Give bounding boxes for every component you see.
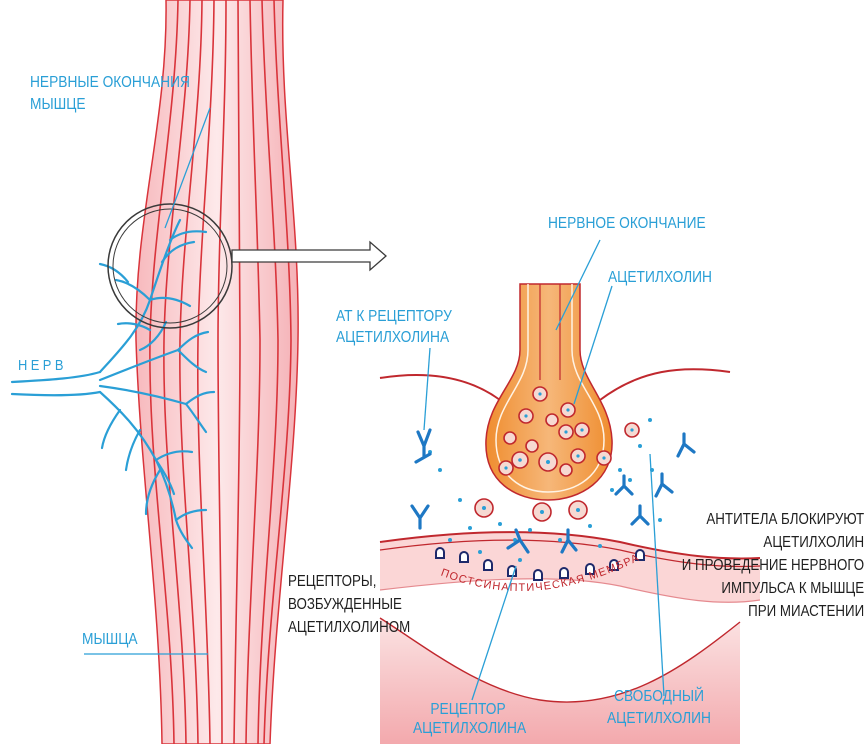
- excited-receptors-line-2: ВОЗБУЖДЕННЫЕ: [288, 593, 410, 616]
- excited-receptors-line-3: АЦЕТИЛХОЛИНОМ: [288, 616, 410, 639]
- nerve-endings-label-line-2: МЫШЦЕ: [30, 94, 190, 116]
- nerve-endings-label-line-1: НЕРВНЫЕ ОКОНЧАНИЯ: [30, 72, 190, 94]
- free-acetylcholine-line-1: СВОБОДНЫЙ: [605, 686, 713, 708]
- antibody-to-receptor-label: АТ К РЕЦЕПТОРУ АЦЕТИЛХОЛИНА: [336, 306, 452, 348]
- antibodies-block-line-1: АНТИТЕЛА БЛОКИРУЮТ: [682, 508, 864, 531]
- antibodies-block-line-5: ПРИ МИАСТЕНИИ: [682, 600, 864, 623]
- excited-receptors-label: РЕЦЕПТОРЫ, ВОЗБУЖДЕННЫЕ АЦЕТИЛХОЛИНОМ: [288, 570, 410, 639]
- nerve-label: НЕРВ: [18, 356, 67, 376]
- antibodies-block-line-2: АЦЕТИЛХОЛИН: [682, 531, 864, 554]
- antibody-to-receptor-label-line-2: АЦЕТИЛХОЛИНА: [336, 327, 452, 348]
- muscle-label: МЫШЦА: [82, 630, 138, 650]
- receptor-label: РЕЦЕПТОР АЦЕТИЛХОЛИНА: [413, 700, 523, 738]
- free-acetylcholine-label: СВОБОДНЫЙ АЦЕТИЛХОЛИН: [605, 686, 713, 730]
- antibody-to-receptor-label-line-1: АТ К РЕЦЕПТОРУ: [336, 306, 452, 327]
- acetylcholine-label: АЦЕТИЛХОЛИН: [608, 268, 712, 288]
- free-acetylcholine-line-2: АЦЕТИЛХОЛИН: [605, 708, 713, 730]
- antibodies-block-line-4: ИМПУЛЬСА К МЫШЦЕ: [682, 577, 864, 600]
- excited-receptors-line-1: РЕЦЕПТОРЫ,: [288, 570, 410, 593]
- receptor-label-line-1: РЕЦЕПТОР: [413, 700, 523, 719]
- nerve-ending-label: НЕРВНОЕ ОКОНЧАНИЕ: [548, 214, 706, 234]
- antibodies-block-label: АНТИТЕЛА БЛОКИРУЮТ АЦЕТИЛХОЛИН И ПРОВЕДЕ…: [682, 508, 864, 623]
- antibodies-block-line-3: И ПРОВЕДЕНИЕ НЕРВНОГО: [682, 554, 864, 577]
- receptor-label-line-2: АЦЕТИЛХОЛИНА: [413, 719, 523, 738]
- nerve-endings-label: НЕРВНЫЕ ОКОНЧАНИЯ МЫШЦЕ: [30, 72, 190, 116]
